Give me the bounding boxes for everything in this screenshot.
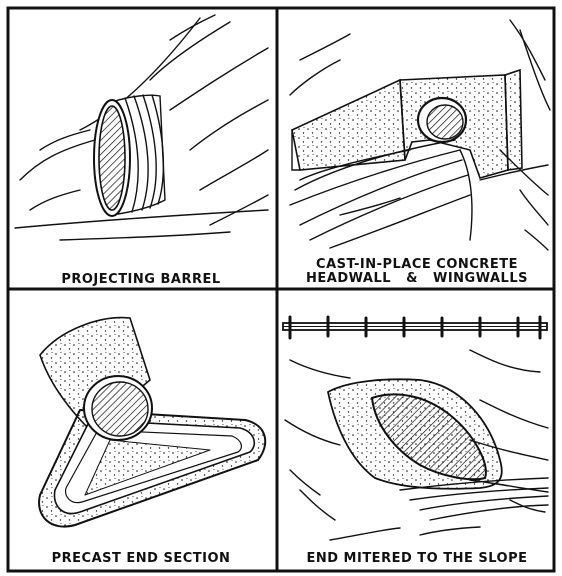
culvert-opening (370, 393, 487, 481)
wingwall-left (291, 78, 406, 171)
panel-cast-in-place-headwall (289, 19, 551, 251)
guardrail (282, 315, 548, 340)
caption-cast-in-place-headwall: CAST-IN-PLACE CONCRETE HEADWALL & WINGWA… (282, 258, 552, 286)
slope-lines (289, 19, 551, 251)
slope-lines (19, 14, 269, 226)
panel-precast-end-section (38, 316, 267, 528)
caption-line-2: HEADWALL & WINGWALLS (306, 271, 528, 286)
projecting-barrel-pipe (93, 94, 166, 217)
panel-projecting-barrel (14, 14, 269, 241)
caption-line-1: CAST-IN-PLACE CONCRETE (316, 257, 518, 272)
ground-line (14, 209, 269, 229)
caption-precast-end-section: PRECAST END SECTION (51, 551, 231, 566)
channel-flow (289, 139, 549, 249)
panel-grid (6, 6, 556, 573)
caption-projecting-barrel: PROJECTING BARREL (61, 272, 221, 287)
caption-end-mitered: END MITERED TO THE SLOPE (306, 551, 528, 566)
channel-flow (399, 477, 549, 521)
wingwall-right (504, 68, 523, 171)
panel-end-mitered (282, 315, 549, 541)
slope-lines (284, 349, 549, 541)
